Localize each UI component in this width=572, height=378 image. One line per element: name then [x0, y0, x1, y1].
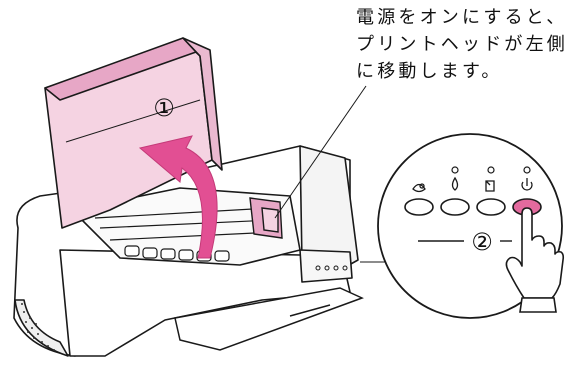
led-row — [451, 166, 531, 174]
ink-drop-icon — [451, 176, 459, 191]
printer — [13, 145, 359, 357]
panel-indicators — [315, 265, 348, 271]
paper-tray — [174, 287, 364, 351]
printer-cover — [44, 37, 223, 229]
print-head — [249, 197, 283, 239]
vent-dots — [21, 303, 55, 351]
cover-fold-line — [65, 99, 201, 143]
control-panel-zoom: ② — [377, 133, 565, 319]
paper-icon — [485, 180, 495, 192]
ink-drop-button[interactable] — [440, 198, 470, 216]
hand-cuff — [519, 297, 557, 313]
caption-line-1: 電源をオンにすると、 — [356, 7, 568, 28]
printer-vent — [14, 299, 69, 357]
cover-side-panel — [182, 37, 223, 171]
caption: 電源をオンにすると、 プリントヘッドが左側 に移動します。 — [356, 4, 570, 85]
step-2-label: ② — [471, 228, 493, 256]
power-icon — [521, 178, 533, 191]
pressing-hand-icon — [505, 207, 565, 299]
open-cover-arrow — [138, 135, 218, 259]
ink-cartridge-icon — [412, 183, 426, 193]
paper-button[interactable] — [476, 198, 506, 216]
caption-line-3: に移動します。 — [356, 61, 503, 82]
caption-line-2: プリントヘッドが左側 — [356, 34, 568, 55]
caption-leader-line — [274, 85, 367, 219]
ink-cartridge-button[interactable] — [404, 198, 434, 216]
step-1-label: ① — [153, 94, 175, 122]
